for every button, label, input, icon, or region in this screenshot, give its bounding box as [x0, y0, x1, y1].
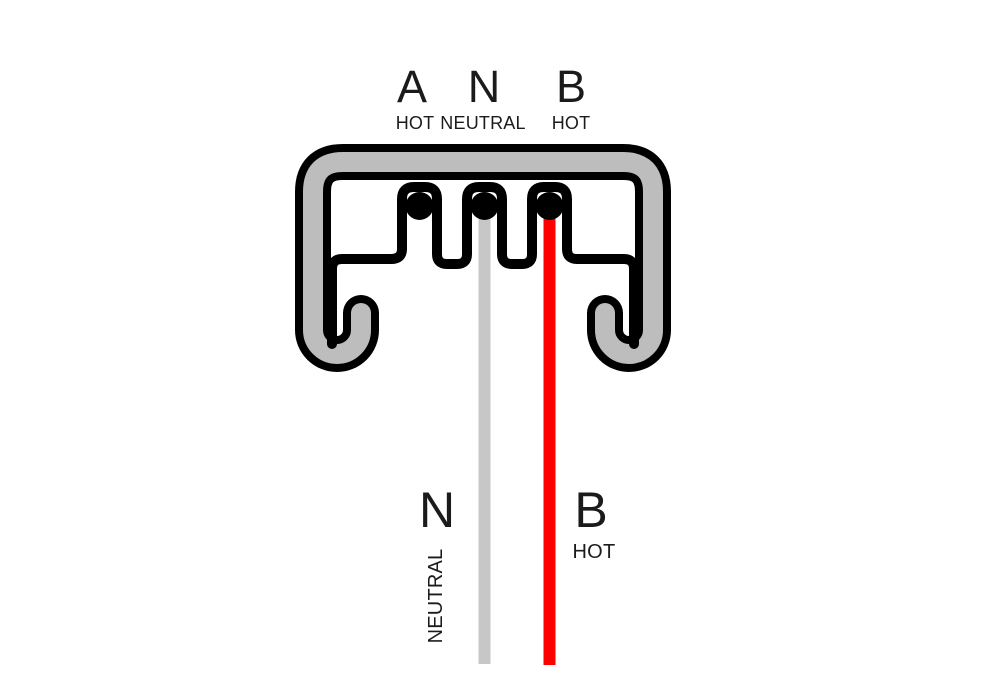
neutral-wire-letter: N [418, 482, 456, 538]
terminal-dot-b [535, 192, 564, 220]
terminal-type-b: HOT [551, 113, 591, 133]
hot-wire-label: HOT [572, 541, 616, 563]
terminal-letter-b: B [555, 61, 587, 112]
contact-fingers-path [327, 182, 639, 349]
terminal-letter-a: A [396, 61, 428, 112]
neutral-wire-label: NEUTRAL [425, 548, 447, 644]
terminal-letter-n: N [467, 61, 501, 112]
terminal-type-n: NEUTRAL [440, 113, 526, 133]
bus-rail-body [303, 152, 663, 364]
terminal-type-a: HOT [395, 113, 435, 133]
terminal-dot-n [470, 192, 499, 220]
hot-wire-letter: B [574, 482, 608, 538]
terminal-dot-a [405, 192, 434, 220]
